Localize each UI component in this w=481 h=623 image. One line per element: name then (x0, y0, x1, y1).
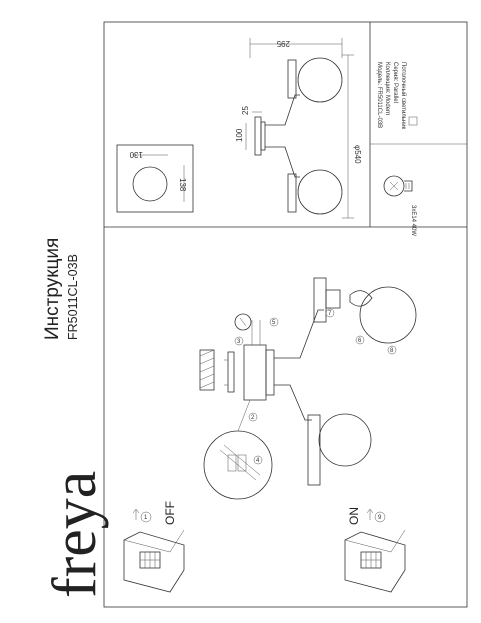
main-frame (103, 21, 468, 608)
dimension-drawing: 295 φ540 100 25 (235, 38, 362, 219)
switch-on-label: ON (347, 507, 361, 525)
plate-view: 130 138 (116, 144, 194, 213)
step-5-label: 5 (272, 320, 276, 326)
step-1-marker (140, 511, 152, 523)
spec-type: Потолочный светильник (400, 62, 407, 130)
step-9-label: 9 (378, 515, 382, 521)
spec-model: Модель: FR5011CL-03B (376, 62, 382, 128)
series-icon (408, 116, 418, 126)
step-4-label: 4 (256, 458, 260, 464)
step-3-label: 3 (237, 339, 241, 345)
assembly-diagram: 3 5 4 2 7 6 8 (199, 277, 417, 500)
spec-series: Серия: Parallel (392, 62, 398, 103)
dim-base-h: 25 (241, 106, 250, 115)
spec-collection: Коллекция: Modern (384, 62, 390, 115)
lamp-label: 3хE14 40W (410, 205, 416, 236)
model-code: FR5011CL-03B (66, 254, 80, 340)
step-9-marker (374, 511, 386, 523)
spec-text: Модель: FR5011CL-03B Коллекция: Modern С… (376, 62, 418, 130)
step-7-label: 7 (328, 311, 332, 317)
dim-plate-h: 138 (178, 178, 187, 192)
step-1-label: 1 (144, 515, 148, 521)
brand-logo: freya (41, 471, 109, 598)
dim-base-d: 100 (235, 128, 244, 142)
bulb-icon: 3хE14 40W (383, 175, 416, 236)
dim-plate-w: 130 (129, 150, 143, 159)
switch-off-label: OFF (163, 501, 177, 525)
step-8-label: 8 (390, 348, 394, 354)
step-6-label: 6 (358, 338, 362, 344)
step-2-label: 2 (251, 415, 255, 421)
document-title: Инструкция (42, 238, 63, 340)
dim-width: 295 (276, 39, 290, 48)
switch-off-diagram: 1 OFF (123, 501, 185, 593)
switch-on-diagram: 9 ON (344, 507, 406, 593)
dim-height: φ540 (353, 145, 362, 164)
